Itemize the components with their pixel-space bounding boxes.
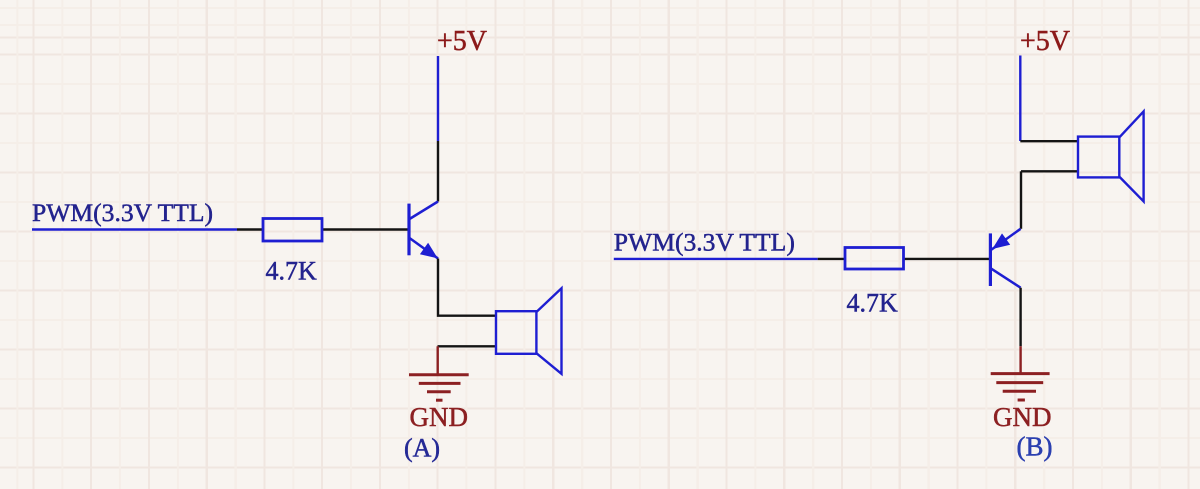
svg-text:PWM(3.3V TTL): PWM(3.3V TTL)	[32, 198, 213, 227]
svg-text:GND: GND	[993, 402, 1052, 432]
svg-text:+5V: +5V	[437, 26, 487, 57]
svg-text:4.7K: 4.7K	[266, 257, 318, 286]
svg-text:4.7K: 4.7K	[847, 289, 899, 318]
svg-text:(B): (B)	[1017, 432, 1053, 462]
svg-text:PWM(3.3V TTL): PWM(3.3V TTL)	[614, 228, 795, 257]
svg-text:(A): (A)	[404, 434, 440, 463]
svg-text:GND: GND	[410, 402, 469, 432]
svg-text:+5V: +5V	[1020, 26, 1070, 57]
